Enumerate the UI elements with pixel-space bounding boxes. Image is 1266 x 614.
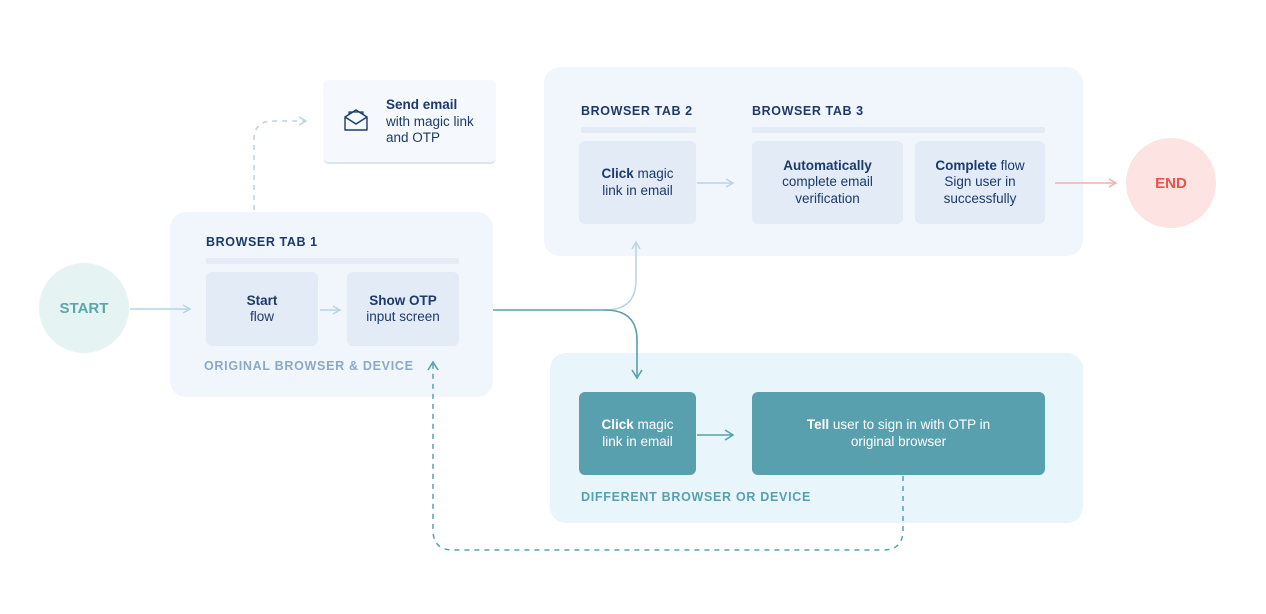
tab1-to-email-dashed-arrow	[253, 116, 308, 210]
send-email-line2: and OTP	[386, 130, 441, 145]
browser-tab-2-title: BROWSER TAB 2	[581, 104, 693, 118]
browser-tab-2-bar	[581, 127, 696, 133]
tell-to-otp-dashed-arrow	[427, 360, 904, 551]
send-email-line1: with magic link	[386, 113, 474, 129]
tell-user-rest1: user to sign in with OTP in	[829, 417, 991, 432]
start-flow-box: Start flow	[206, 272, 318, 346]
auto-verify-bold: Automatically	[783, 157, 872, 173]
browser-tab-3-title: BROWSER TAB 3	[752, 104, 864, 118]
tell-user-box: Tell user to sign in with OTP in origina…	[752, 392, 1045, 475]
different-click-box: Click magic link in email	[579, 392, 696, 475]
different-click-bold: Click	[601, 417, 634, 432]
browser-tab-1-title: BROWSER TAB 1	[206, 235, 318, 249]
different-click-rest1: magic	[633, 417, 674, 432]
tab2-click-bold: Click	[601, 166, 634, 181]
original-browser-caption: ORIGINAL BROWSER & DEVICE	[204, 359, 414, 373]
complete-flow-line2: Sign user in	[944, 174, 1016, 190]
split-down-arrow	[604, 309, 643, 380]
show-otp-rest: input screen	[366, 309, 440, 324]
different-browser-caption: DIFFERENT BROWSER OR DEVICE	[581, 490, 812, 504]
start-flow-rest: flow	[249, 309, 274, 324]
start-flow-bold: Start	[246, 292, 278, 308]
show-otp-bold: Show OTP	[369, 292, 437, 308]
tell-user-line2: original browser	[850, 433, 947, 449]
end-node: END	[1126, 138, 1216, 228]
browser-tab-3-bar	[752, 127, 1045, 133]
complete-flow-bold: Complete	[935, 157, 997, 173]
auto-verify-line3: verification	[795, 190, 860, 206]
tab2-click-rest2: link in email	[602, 182, 673, 198]
complete-flow-box: Complete flow Sign user in successfully	[915, 141, 1045, 224]
tab2-click-rest1: magic	[633, 166, 674, 181]
send-email-title: Send email	[386, 97, 458, 112]
complete-flow-line3: successfully	[943, 190, 1017, 206]
start-label: START	[59, 299, 109, 317]
envelope-icon	[344, 109, 368, 131]
auto-verify-box: Automatically complete email verificatio…	[752, 141, 903, 224]
tell-user-bold: Tell	[806, 417, 830, 432]
browser-tab-1-bar	[206, 258, 459, 264]
split-up-arrow	[604, 240, 641, 311]
tab2-click-box: Click magic link in email	[579, 141, 696, 224]
different-click-rest2: link in email	[602, 433, 673, 449]
start-node: START	[39, 263, 129, 353]
complete-flow-rest1: flow	[996, 157, 1025, 173]
end-label: END	[1155, 174, 1187, 192]
auto-verify-line2: complete email	[782, 174, 873, 190]
send-email-text: Send email with magic link and OTP	[386, 97, 474, 147]
show-otp-box: Show OTP input screen	[347, 272, 459, 346]
